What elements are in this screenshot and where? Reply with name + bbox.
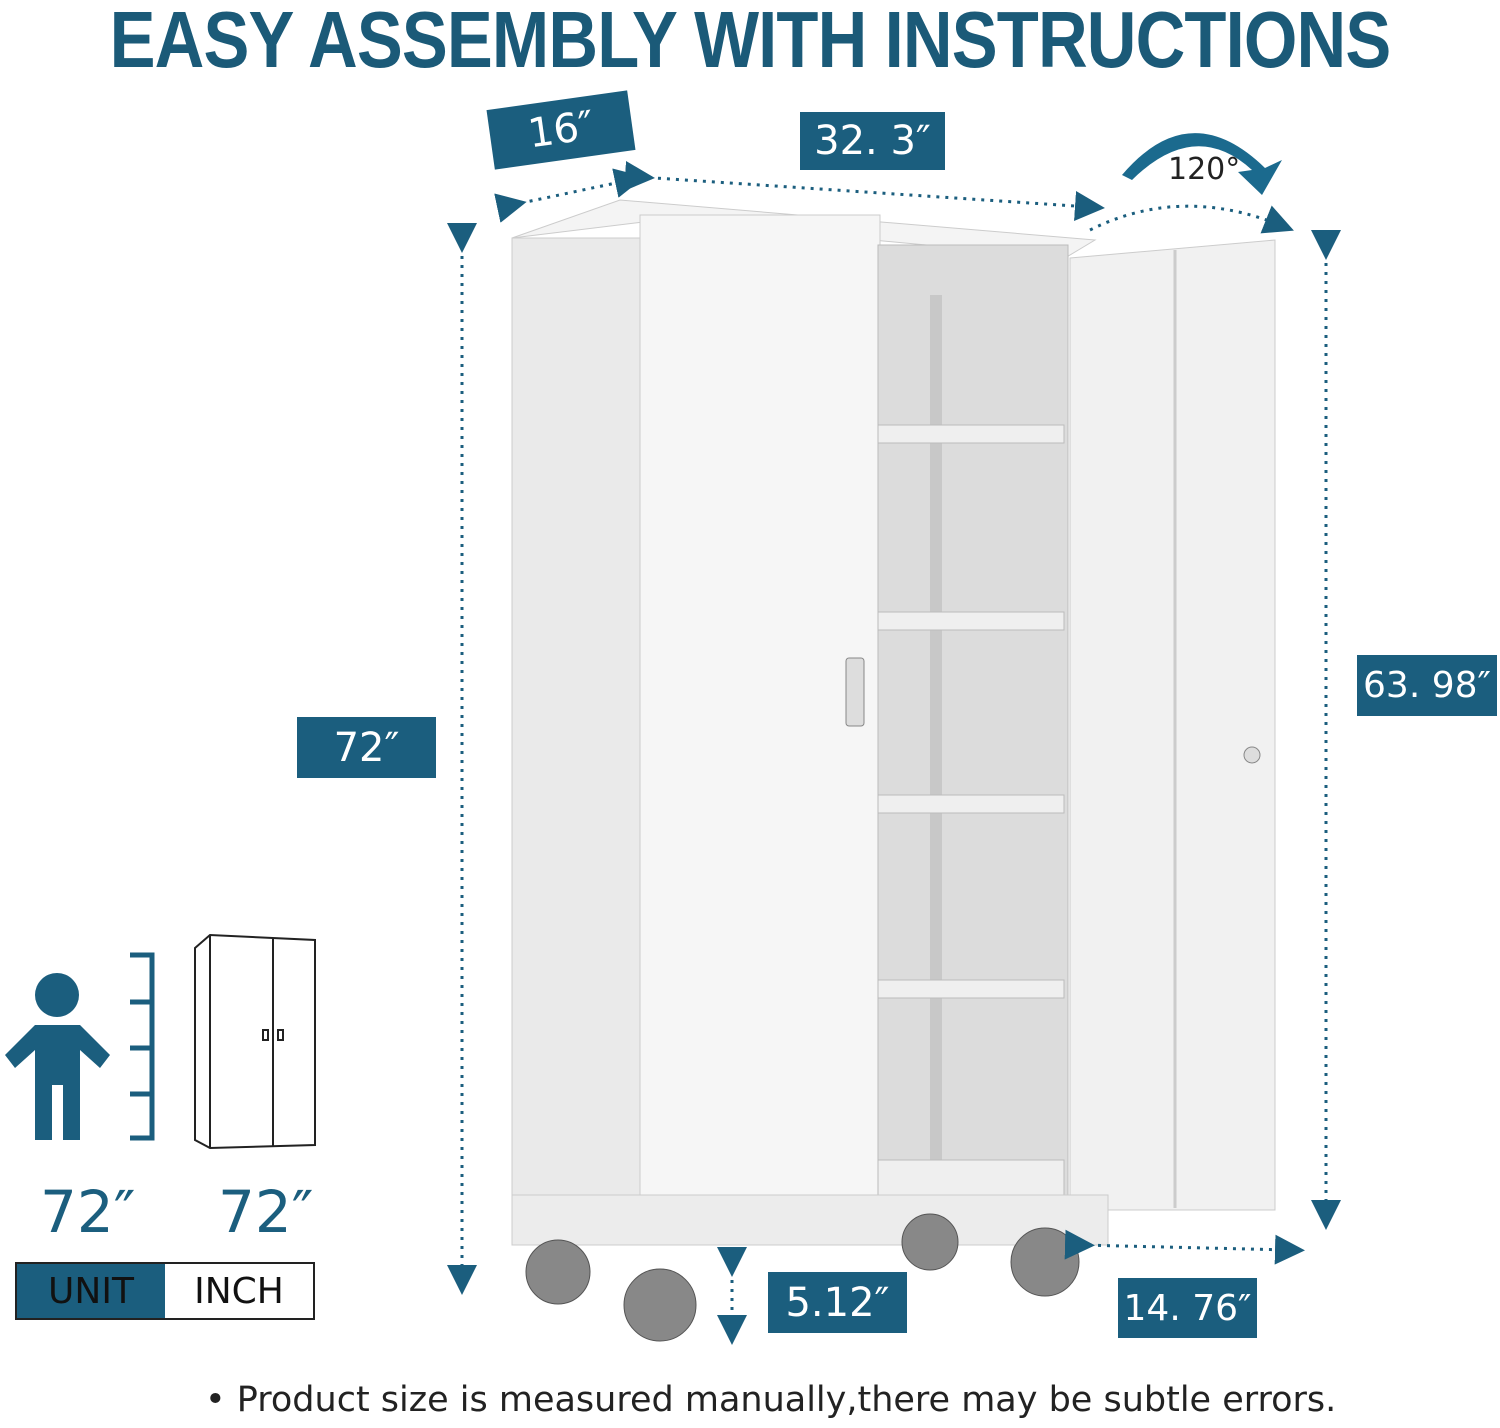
door-height-label: 63. 98″ (1357, 655, 1497, 716)
rotation-arrow-icon (1122, 133, 1282, 195)
width-label: 32. 3″ (800, 112, 945, 170)
footnote: • Product size is measured manually,ther… (205, 1380, 1337, 1420)
open-door (1069, 239, 1276, 1211)
height-label: 72″ (297, 717, 436, 778)
height-ruler-icon (130, 952, 155, 1141)
unit-value: INCH (194, 1270, 284, 1312)
shelves (877, 424, 1065, 1201)
lock-icon (1243, 746, 1261, 764)
unit-box: UNIT INCH (15, 1262, 315, 1320)
door-angle-label: 120° (1168, 152, 1241, 187)
person-height-label: 72″ (40, 1178, 136, 1246)
cabinet-icon (194, 933, 316, 1150)
page-title: EASY ASSEMBLY WITH INSTRUCTIONS (109, 0, 1392, 84)
caster-height-label: 5.12″ (768, 1272, 907, 1333)
cabinet-height-label: 72″ (218, 1178, 314, 1246)
dimension-lines (447, 161, 1341, 1345)
door-handle (845, 657, 865, 727)
cabinet-body (511, 199, 1276, 1246)
casters (525, 1213, 1080, 1342)
person-icon (5, 973, 110, 1140)
unit-label: UNIT (17, 1264, 165, 1318)
door-width-label: 14. 76″ (1118, 1278, 1257, 1338)
